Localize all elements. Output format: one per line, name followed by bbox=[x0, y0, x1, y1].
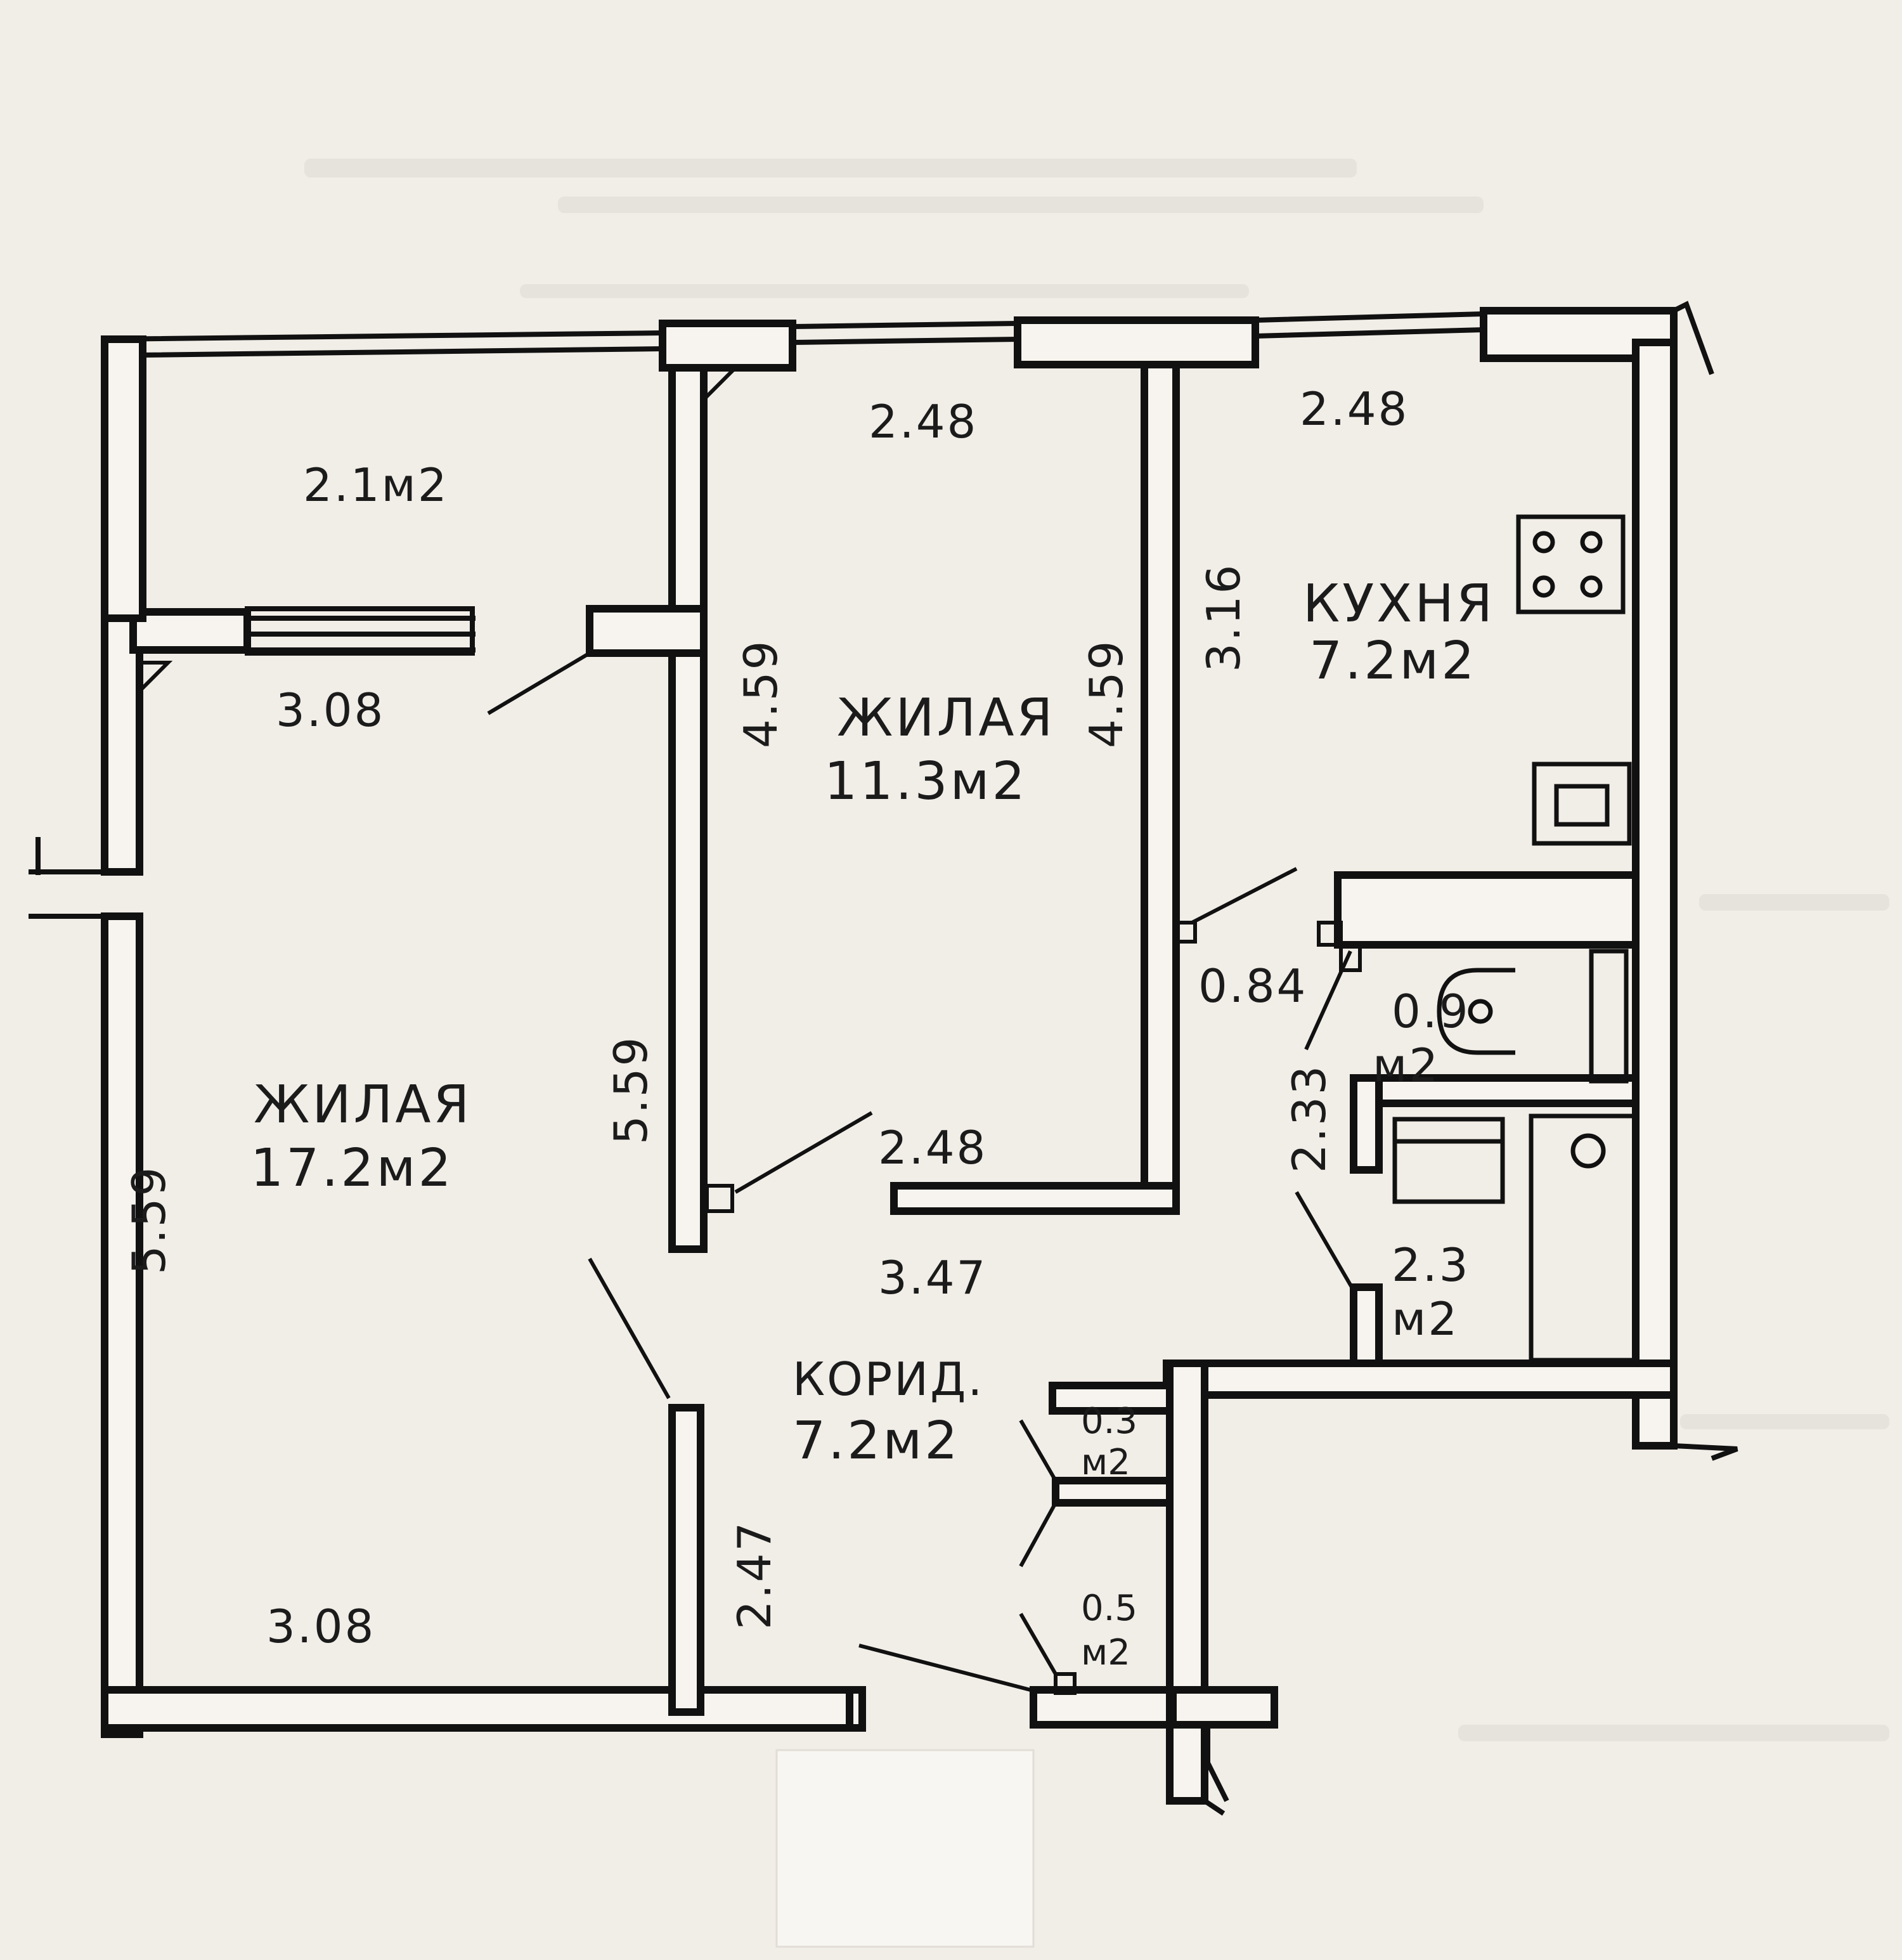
door-kitchen-swing bbox=[1191, 867, 1298, 925]
wall-corridor-bath-bottom bbox=[1163, 1360, 1678, 1399]
toilet-bowl-icon bbox=[1437, 968, 1515, 1055]
toilet-area-value: 0.9 bbox=[1392, 985, 1470, 1038]
wall-pier-2 bbox=[1014, 316, 1259, 368]
corridor-title: КОРИД. bbox=[792, 1353, 984, 1406]
door-toilet-swing bbox=[1304, 950, 1352, 1051]
door-toilet-hinge-2 bbox=[1317, 921, 1343, 947]
dim-kitchen-top: 2.48 bbox=[1300, 382, 1409, 436]
window-room2 bbox=[792, 321, 1018, 345]
wall-closet-top-stub bbox=[1049, 1382, 1174, 1415]
closet-upper-unit: м2 bbox=[1081, 1442, 1130, 1483]
wall-bath-top bbox=[1334, 871, 1640, 949]
dim-kitchen-depth: 3.16 bbox=[1197, 563, 1250, 672]
door-large-room-swing bbox=[588, 1257, 671, 1399]
wall-pier-1 bbox=[659, 320, 796, 372]
outside-left-ledge bbox=[29, 837, 105, 919]
dim-room2-left: 4.59 bbox=[734, 639, 787, 748]
door-closet-upper-b bbox=[1019, 1502, 1058, 1567]
door-closet-lower-hinge bbox=[1054, 1672, 1077, 1695]
door-room2-hinge bbox=[705, 1184, 734, 1213]
blank-label-patch bbox=[775, 1749, 1035, 1948]
sink-icon bbox=[1532, 762, 1632, 846]
door-bath-swing bbox=[1295, 1191, 1355, 1292]
door-toilet-hinge bbox=[1339, 943, 1362, 972]
bathroom-area-value: 2.3 bbox=[1392, 1238, 1470, 1292]
dim-corridor-lower: 2.47 bbox=[728, 1521, 781, 1630]
wall-right bbox=[1632, 339, 1678, 1450]
window-room-large bbox=[247, 616, 476, 652]
balcony-area: 2.1м2 bbox=[303, 458, 449, 512]
wall-room2-kitchen bbox=[1141, 351, 1180, 1212]
door-closet-lower bbox=[1019, 1613, 1058, 1675]
closet-lower-value: 0.5 bbox=[1081, 1588, 1137, 1629]
wall-entry-left bbox=[846, 1686, 866, 1732]
kitchen-title: КУХНЯ bbox=[1303, 574, 1495, 634]
dim-bath-block: 2.33 bbox=[1283, 1064, 1336, 1173]
closet-upper-value: 0.3 bbox=[1081, 1401, 1137, 1442]
washbasin-icon bbox=[1392, 1117, 1505, 1204]
kitchen-area: 7.2м2 bbox=[1309, 631, 1477, 691]
outside-bottom-right bbox=[1202, 1690, 1277, 1816]
outside-right-bottom bbox=[1673, 1443, 1738, 1461]
window-kitchen bbox=[1255, 311, 1484, 339]
fixtures bbox=[1392, 514, 1638, 1363]
stove-icon bbox=[1516, 514, 1626, 614]
door-closet-upper-a bbox=[1019, 1419, 1058, 1482]
wall-balcony-rail-left bbox=[129, 608, 251, 654]
dim-room2-right: 4.59 bbox=[1080, 639, 1133, 748]
room2-area: 11.3м2 bbox=[824, 751, 1028, 812]
toilet-tank-icon bbox=[1589, 949, 1629, 1084]
wall-entry-ext bbox=[1169, 1686, 1278, 1729]
door-entry-swing bbox=[858, 1644, 1031, 1692]
bathroom-area-unit: м2 bbox=[1392, 1292, 1459, 1346]
wall-room2-bottom bbox=[890, 1182, 1180, 1215]
closet-lower-unit: м2 bbox=[1081, 1632, 1130, 1673]
dim-room2-top: 2.48 bbox=[869, 395, 978, 448]
wall-left-lower bbox=[101, 912, 143, 1738]
door-balcony-swing bbox=[487, 651, 591, 715]
door-swings bbox=[487, 651, 1362, 1695]
window-room-large-frame bbox=[245, 606, 475, 656]
faded-background-print bbox=[304, 159, 1889, 1741]
door-kitchen-hinge bbox=[1174, 921, 1197, 944]
large-room-title: ЖИЛАЯ bbox=[254, 1075, 472, 1135]
wall-balcony-left bbox=[101, 335, 146, 622]
window-right-end bbox=[1672, 301, 1714, 375]
corridor-area: 7.2м2 bbox=[792, 1411, 960, 1471]
toilet-area-unit: м2 bbox=[1373, 1039, 1440, 1092]
dim-large-room-left: 5.59 bbox=[122, 1165, 176, 1275]
door-room2-swing bbox=[734, 1111, 873, 1194]
dim-room2-bottom: 2.48 bbox=[878, 1121, 987, 1174]
wall-entry-stub bbox=[1030, 1686, 1174, 1729]
dim-kitchen-door: 0.84 bbox=[1198, 959, 1307, 1013]
dim-large-room-bottom: 3.08 bbox=[266, 1600, 375, 1653]
wall-balcony-stub bbox=[586, 605, 708, 657]
dim-large-room-top: 3.08 bbox=[276, 684, 385, 737]
dim-corridor-width: 3.47 bbox=[878, 1251, 987, 1304]
windows bbox=[29, 301, 1738, 1816]
large-room-area: 17.2м2 bbox=[250, 1138, 454, 1198]
wall-bath-left bbox=[1350, 1074, 1383, 1174]
dim-large-room-side: 5.59 bbox=[604, 1035, 657, 1145]
wall-closet-shelf bbox=[1052, 1477, 1174, 1507]
wall-large-room-corridor-lower bbox=[668, 1404, 704, 1716]
walls bbox=[101, 307, 1678, 1805]
corner-marks bbox=[138, 366, 741, 693]
wall-bottom-large-room bbox=[101, 1686, 866, 1732]
bathtub-icon bbox=[1529, 1113, 1638, 1363]
wall-closet-vertical bbox=[1166, 1360, 1208, 1805]
wall-large-room-room2 bbox=[668, 329, 708, 1253]
room2-title: ЖИЛАЯ bbox=[837, 688, 1055, 748]
window-balcony-top bbox=[104, 330, 663, 358]
labels: 2.1м2 ЖИЛАЯ 17.2м2 ЖИЛАЯ 11.3м2 КУХНЯ 7.… bbox=[122, 382, 1495, 1673]
